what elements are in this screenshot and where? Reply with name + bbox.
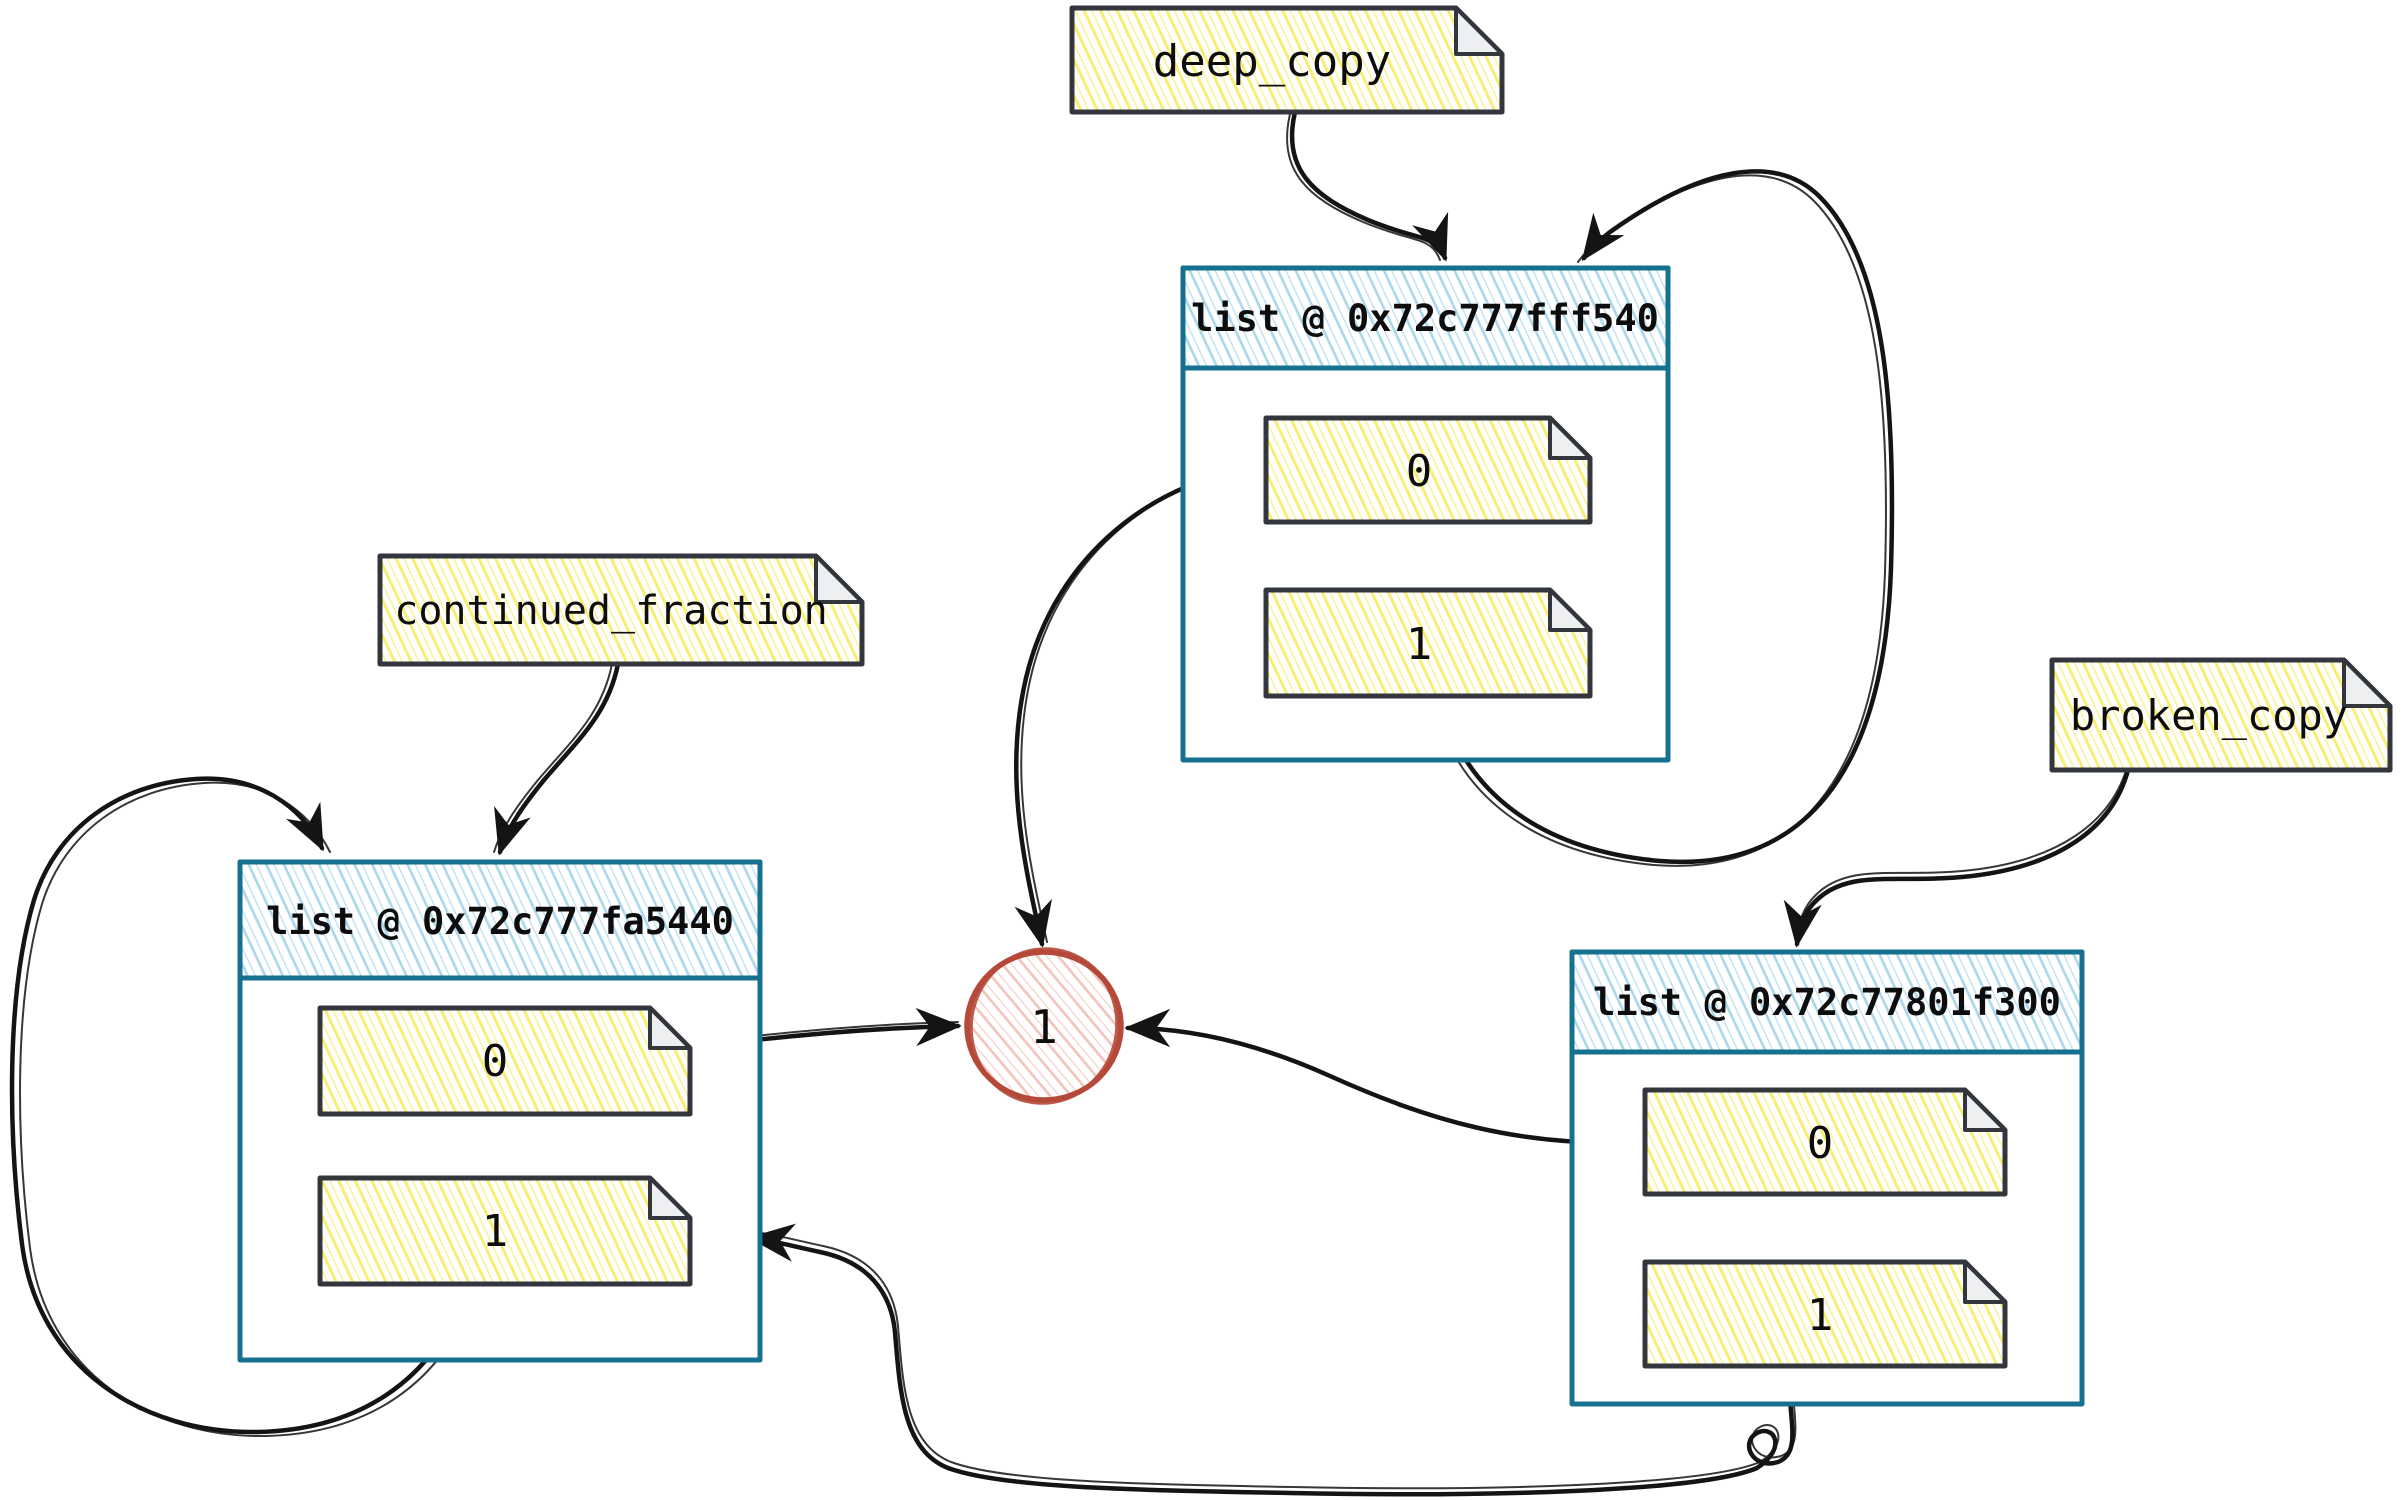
list-01f300-item1-shape xyxy=(1642,1259,2008,1369)
int-value-node: 1 xyxy=(964,947,1124,1105)
list-01f300-item1-fold-icon xyxy=(1963,1260,2007,1304)
int-value-circle-sketch xyxy=(968,947,1120,1105)
list-01f300-item1-value: 1 xyxy=(1807,1290,1834,1341)
list-fff540-item0-value: 0 xyxy=(1406,446,1433,497)
list-fa5440-item-0: 0 xyxy=(317,1005,693,1117)
var-note-broken-copy: broken_copy xyxy=(2049,657,2393,773)
edge-continuedfraction-path xyxy=(494,661,621,856)
var-note-deep-copy: deep_copy xyxy=(1069,5,1505,115)
list-fff540-item1-value: 1 xyxy=(1406,619,1433,670)
edge-brokencopy-path xyxy=(1783,767,2131,948)
edge-deepcopy-to-list540 xyxy=(1285,109,1449,262)
deep-copy-label: deep_copy xyxy=(1153,36,1391,87)
edge-listf300-item1-path xyxy=(748,1223,1795,1497)
list-node-01f300: list @ 0x72c77801f300 0 1 xyxy=(1569,949,2085,1407)
continued-fraction-note-shape xyxy=(377,553,865,667)
continued-fraction-label: continued_fraction xyxy=(394,588,827,634)
list-fa5440-item0-value: 0 xyxy=(482,1036,509,1087)
list-fff540-item-1: 1 xyxy=(1263,587,1593,699)
list-fff540-item0-fold-icon xyxy=(1548,416,1592,460)
list-fa5440-item1-value: 1 xyxy=(482,1206,509,1257)
edge-list540-item0-path xyxy=(1013,463,1269,948)
continued-fraction-note-fold-icon xyxy=(814,554,864,604)
edge-list540-item0-to-int1 xyxy=(1013,463,1272,948)
list-01f300-item0-fold-icon xyxy=(1963,1088,2007,1132)
int-value-label: 1 xyxy=(1030,1000,1058,1054)
broken-copy-label: broken_copy xyxy=(2070,691,2348,740)
list-fa5440-header xyxy=(237,859,763,981)
list-01f300-item0-shape xyxy=(1642,1087,2008,1197)
int-value-circle xyxy=(964,949,1124,1103)
list-fa5440-title: list @ 0x72c777fa5440 xyxy=(266,900,734,943)
list-fff540-item1-shape xyxy=(1263,587,1593,699)
list-01f300-item-0: 0 xyxy=(1642,1087,2008,1197)
edge-brokencopy-echo xyxy=(1796,763,2129,939)
list-fff540-title: list @ 0x72c777fff540 xyxy=(1191,297,1659,340)
var-note-continued-fraction: continued_fraction xyxy=(377,553,865,667)
list-fa5440-item0-shape xyxy=(317,1005,693,1117)
list-fff540-item-0: 0 xyxy=(1263,415,1593,525)
list-fff540-item1-fold-icon xyxy=(1548,588,1592,632)
deep-copy-note-shape xyxy=(1069,5,1505,115)
edge-listf300-item1-to-list5440 xyxy=(748,1223,1797,1497)
edge-brokencopy-to-listf300 xyxy=(1783,763,2131,948)
list-01f300-item-1: 1 xyxy=(1642,1259,2008,1369)
edge-list540-item1-selfloop xyxy=(1433,169,1895,867)
edge-list540-selfloop-path xyxy=(1437,169,1895,865)
list-fff540-header xyxy=(1180,265,1671,371)
broken-copy-note-fold-icon xyxy=(2342,658,2392,708)
list-node-fa5440: list @ 0x72c777fa5440 0 1 xyxy=(237,859,763,1363)
broken-copy-note-shape xyxy=(2049,657,2393,773)
list-fa5440-item-1: 1 xyxy=(317,1175,693,1287)
list-fa5440-item1-shape xyxy=(317,1175,693,1287)
edge-list5440-selfloop-path xyxy=(9,776,471,1435)
list-fa5440-item1-fold-icon xyxy=(648,1176,692,1220)
list-node-fff540: list @ 0x72c777fff540 0 1 xyxy=(1180,265,1671,763)
edge-listf300-item0-to-int1 xyxy=(1124,1008,1648,1146)
edge-deepcopy-to-list540-path xyxy=(1289,109,1449,262)
deep-copy-note-fold-icon xyxy=(1454,6,1504,56)
edge-listf300-item0-path xyxy=(1124,1008,1648,1146)
edge-list5440-item1-selfloop xyxy=(9,776,477,1438)
list-01f300-item0-value: 0 xyxy=(1807,1118,1834,1169)
list-01f300-title: list @ 0x72c77801f300 xyxy=(1593,981,2061,1024)
list-01f300-header xyxy=(1569,949,2085,1055)
edge-list5440-selfloop-echo xyxy=(19,781,477,1438)
list-fa5440-item0-fold-icon xyxy=(648,1006,692,1050)
list-fff540-item0-shape xyxy=(1263,415,1593,525)
edge-continuedfraction-to-list5440 xyxy=(493,661,621,856)
